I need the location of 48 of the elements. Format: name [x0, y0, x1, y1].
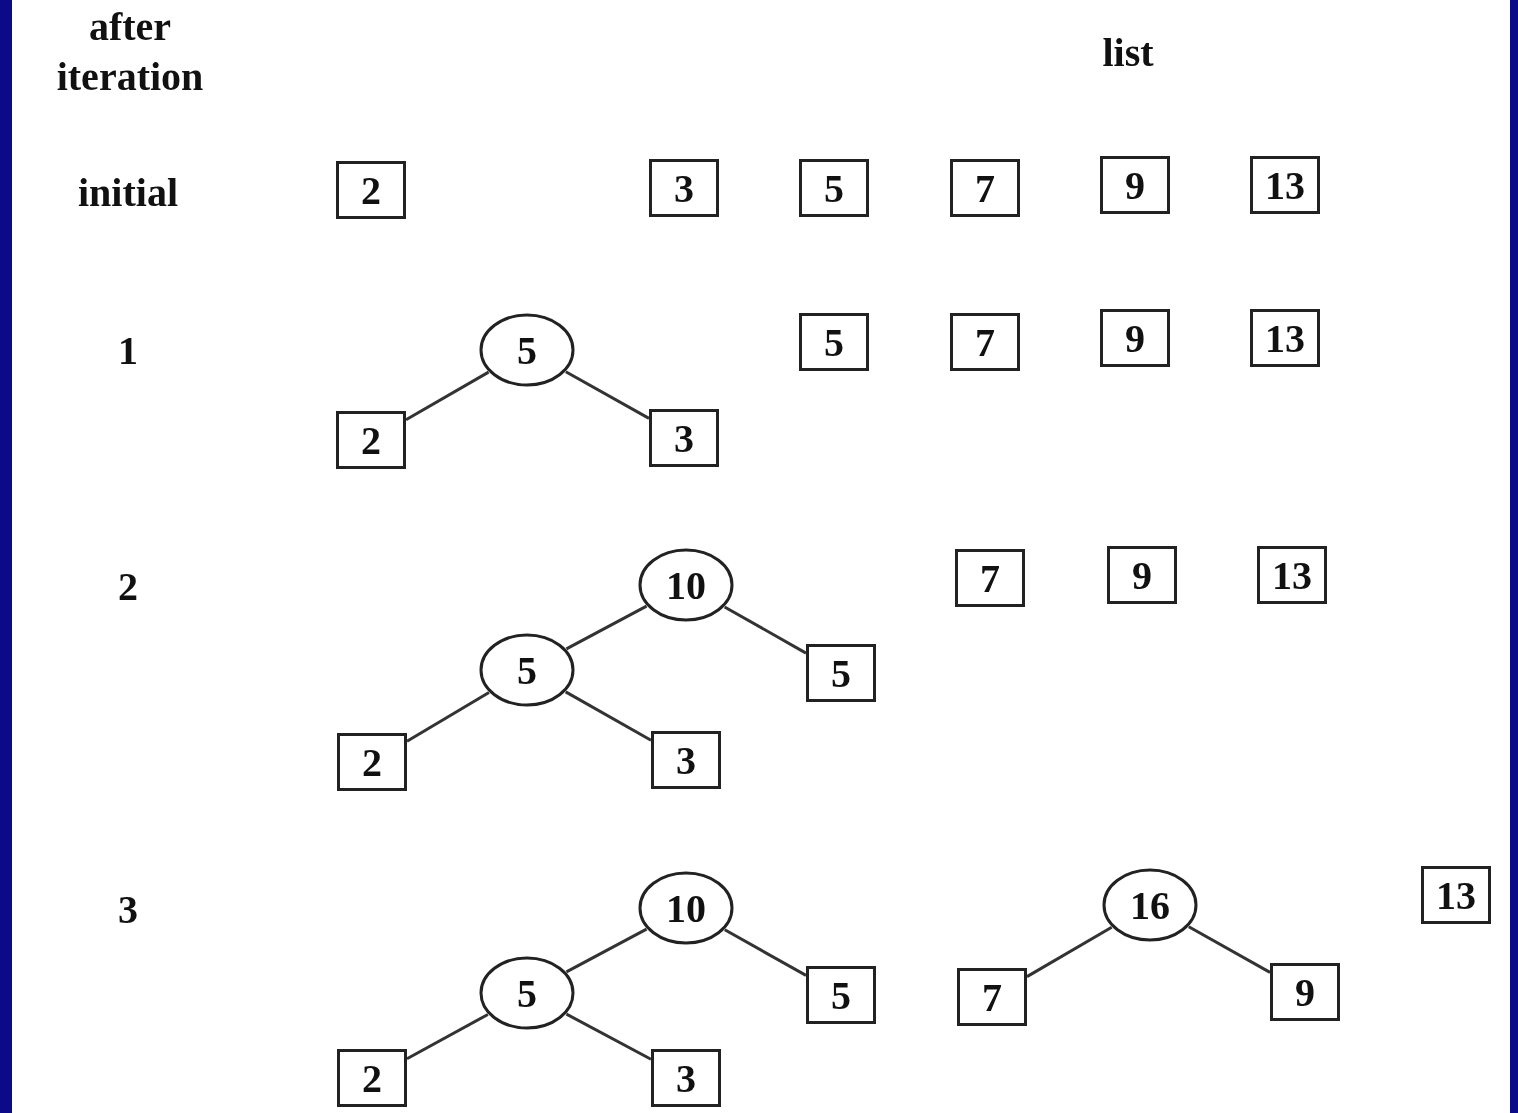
leaf-box: 5: [799, 313, 869, 371]
tree-edge: [405, 370, 490, 422]
tree-edge: [406, 1013, 489, 1061]
tree-node-circle: 16: [1102, 868, 1198, 942]
leaf-box: 3: [651, 731, 721, 789]
leaf-box: 13: [1250, 156, 1320, 214]
leaf-box: 13: [1257, 546, 1327, 604]
leaf-box: 5: [806, 966, 876, 1024]
tree-node-circle: 5: [479, 313, 575, 387]
leaf-box: 3: [651, 1049, 721, 1107]
tree-node-circle: 10: [638, 871, 734, 945]
leaf-box: 13: [1421, 866, 1491, 924]
leaf-box: 9: [1100, 309, 1170, 367]
leaf-box: 13: [1250, 309, 1320, 367]
leaf-box: 2: [337, 733, 407, 791]
tree-edge: [723, 605, 807, 655]
tree-edge: [1026, 926, 1113, 978]
leaf-box: 2: [336, 161, 406, 219]
row-label: 3: [117, 886, 139, 934]
tree-edge: [565, 1012, 652, 1061]
row-label: 2: [117, 563, 139, 611]
column-heading: list: [1101, 29, 1155, 77]
leaf-box: 5: [799, 159, 869, 217]
row-label: initial: [77, 169, 179, 217]
tree-edge: [564, 690, 652, 742]
row-label: 1: [117, 327, 139, 375]
leaf-box: 9: [1100, 156, 1170, 214]
tree-node-circle: 5: [479, 956, 575, 1030]
tree-edge: [565, 604, 648, 651]
leaf-box: 9: [1270, 963, 1340, 1021]
leaf-box: 9: [1107, 546, 1177, 604]
tree-edge: [724, 928, 807, 977]
leaf-box: 2: [336, 411, 406, 469]
leaf-box: 3: [649, 409, 719, 467]
tree-node-circle: 10: [638, 548, 734, 622]
leaf-box: 7: [957, 968, 1027, 1026]
leaf-box: 5: [806, 644, 876, 702]
tree-edge: [1188, 925, 1271, 974]
column-heading: after iteration: [55, 3, 205, 101]
tree-edge: [406, 691, 490, 743]
tree-edge: [565, 927, 648, 974]
tree-edge: [565, 370, 650, 420]
leaf-box: 2: [337, 1049, 407, 1107]
leaf-box: 7: [950, 313, 1020, 371]
tree-node-circle: 5: [479, 633, 575, 707]
leaf-box: 7: [950, 159, 1020, 217]
leaf-box: 7: [955, 549, 1025, 607]
leaf-box: 3: [649, 159, 719, 217]
